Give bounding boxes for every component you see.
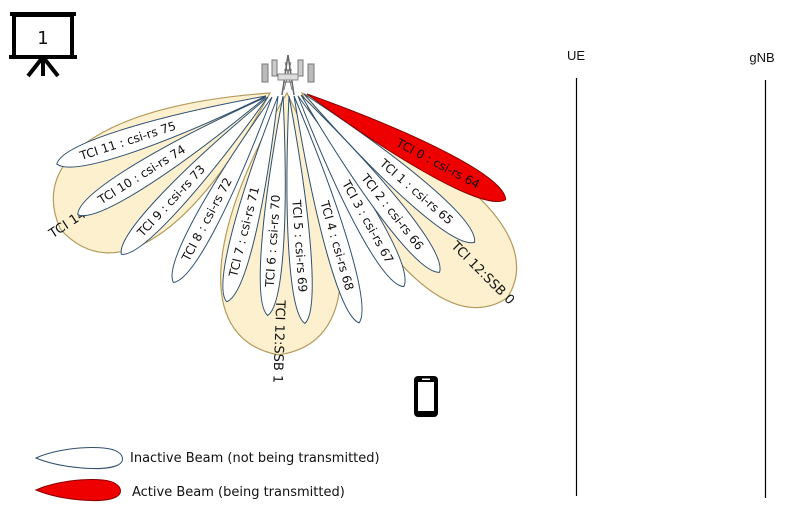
smartphone-icon xyxy=(414,376,438,417)
legend-active-label: Active Beam (being transmitted) xyxy=(132,485,345,500)
csi-rs-beam-6-label: TCI 5 : csi-rs 69 xyxy=(289,199,309,293)
csi-rs-beam-0-shape xyxy=(56,95,267,168)
legend-inactive-label: Inactive Beam (not being transmitted) xyxy=(130,451,380,466)
csi-rs-beam-5-shape xyxy=(259,95,286,317)
legend-active-beam xyxy=(34,478,121,501)
gnb-label: gNB xyxy=(749,50,774,65)
presentation-board-icon[interactable]: 1 xyxy=(9,12,77,78)
legend-inactive-beam xyxy=(34,446,123,469)
csi-rs-beam-2-shape xyxy=(120,96,269,255)
csi-rs-beam-9-shape xyxy=(300,94,441,273)
csi-rs-beam-1-shape xyxy=(77,96,267,217)
cell-tower-icon xyxy=(261,54,315,96)
csi-rs-beam-6-shape xyxy=(286,95,313,325)
slide-number: 1 xyxy=(37,28,48,49)
ue-label: UE xyxy=(567,48,585,63)
csi-rs-beam-7-shape xyxy=(293,95,363,324)
csi-rs-beam-3-shape xyxy=(171,96,273,283)
legend: Inactive Beam (not being transmitted) Ac… xyxy=(34,446,380,501)
csi-rs-beam-4-shape xyxy=(222,95,279,303)
csi-rs-beam-6: TCI 5 : csi-rs 69 xyxy=(286,95,313,325)
csi-rs-beam-5: TCI 6 : csi-rs 70 xyxy=(259,95,286,317)
csi-rs-beam-10-shape xyxy=(303,93,476,244)
csi-rs-beam-11-shape xyxy=(306,93,507,202)
csi-rs-beam-5-label: TCI 6 : csi-rs 70 xyxy=(263,194,283,288)
ssb-beam-1-label: TCI 12:SSB 1 xyxy=(269,299,287,383)
